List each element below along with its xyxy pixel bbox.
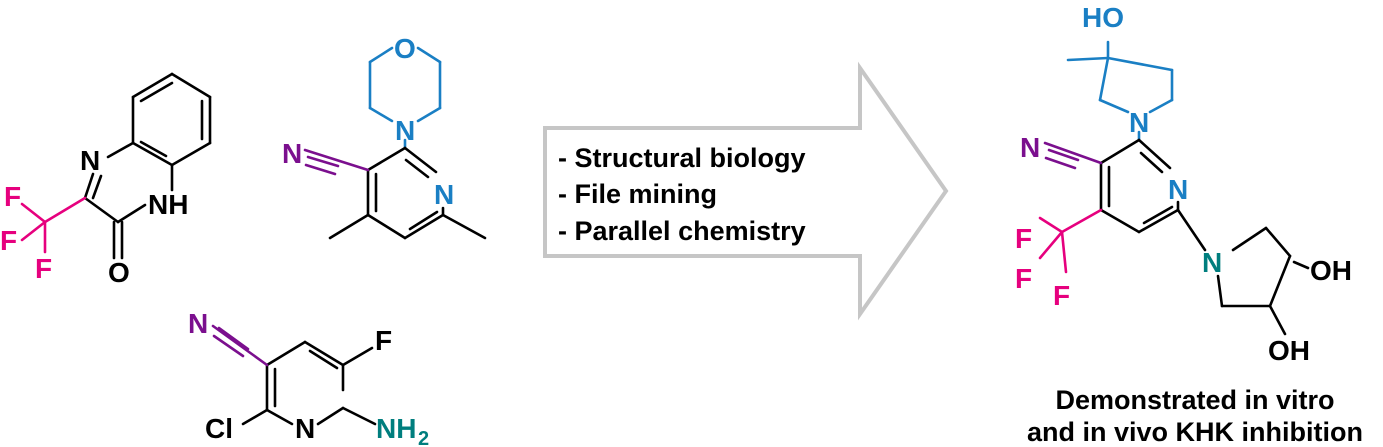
molecule-aminochlorofluoro-nicotinonitrile: N F Cl N NH 2	[188, 308, 429, 447]
atom-n-label: N	[1168, 174, 1188, 205]
atom-nh2-subscript: 2	[418, 428, 429, 447]
caption-line: Demonstrated in vitro	[1055, 385, 1334, 415]
molecule-khk-inhibitor-product: HO N N N N OH OH F F F Demonstrated in v…	[1015, 2, 1363, 447]
process-arrow: - Structural biology - File mining - Par…	[543, 61, 949, 321]
caption-line: and in vivo KHK inhibition	[1027, 417, 1363, 447]
atom-n-label: N	[395, 115, 415, 146]
atom-n-label: N	[80, 145, 100, 176]
atom-o-label: O	[108, 257, 130, 288]
atom-n-label: N	[295, 413, 315, 444]
atom-f-label: F	[4, 181, 21, 212]
atom-nh2-label: NH	[376, 413, 416, 444]
atom-cl-label: Cl	[205, 413, 233, 444]
atom-oh-label: OH	[1310, 255, 1352, 286]
atom-n-label: N	[434, 179, 454, 210]
atom-f-label: F	[375, 325, 392, 356]
atom-ho-label: HO	[1082, 2, 1124, 33]
arrow-item: - Parallel chemistry	[558, 216, 806, 246]
atom-f-label: F	[0, 225, 17, 256]
arrow-item: - File mining	[558, 179, 717, 209]
molecule-morpholino-nicotinonitrile: O N N N	[282, 33, 487, 240]
atom-n-label: N	[1202, 247, 1222, 278]
atom-n-label: N	[1129, 107, 1149, 138]
atom-f-label: F	[1053, 280, 1070, 311]
atom-nh-label: NH	[148, 189, 188, 220]
atom-n-label: N	[188, 308, 208, 339]
atom-o-label: O	[394, 33, 416, 64]
atom-f-label: F	[35, 253, 52, 284]
atom-f-label: F	[1015, 223, 1032, 254]
atom-n-label: N	[1020, 132, 1040, 163]
molecule-trifluoromethyl-quinoxalinone: N NH O F F F	[0, 72, 212, 288]
atom-n-label: N	[282, 138, 302, 169]
atom-oh-label: OH	[1268, 335, 1310, 366]
arrow-item: - Structural biology	[558, 143, 806, 173]
atom-f-label: F	[1015, 263, 1032, 294]
